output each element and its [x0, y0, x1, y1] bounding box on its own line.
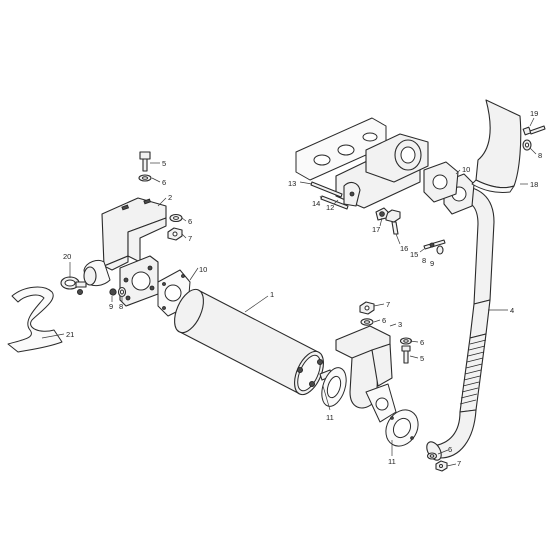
stud-bolt-set: [423, 239, 446, 255]
callout-10-right: 10: [462, 165, 470, 174]
shield-bolt: [522, 125, 546, 151]
right-mounting-bracket: [335, 325, 397, 423]
callout-6-mid: 6: [188, 217, 192, 226]
exhaust-manifold: [335, 133, 429, 209]
callout-6-left: 6: [162, 178, 166, 187]
callout-7-bottom: 7: [457, 459, 461, 468]
callout-4: 4: [510, 306, 514, 315]
callout-7-right: 7: [386, 300, 390, 309]
muffler-body: [174, 288, 333, 396]
callout-15: 15: [410, 250, 418, 259]
callout-8-top: 8: [538, 151, 542, 160]
exhaust-tail-strip: [7, 286, 63, 353]
callout-12: 12: [326, 203, 334, 212]
callout-8-left: 8: [119, 302, 123, 311]
left-mounting-bracket: [83, 197, 167, 307]
callout-13: 13: [288, 179, 296, 188]
exhaust-pipe: [426, 185, 495, 461]
callout-5-left: 5: [162, 159, 166, 168]
callout-11-left: 11: [326, 413, 334, 422]
right-bracket-nut: [359, 301, 375, 326]
manifold-outlet-flange: [423, 161, 459, 203]
left-bracket-bolt: [138, 151, 152, 182]
leader-lines: [41, 117, 537, 467]
callout-2: 2: [168, 193, 172, 202]
right-bracket-bolt: [399, 337, 413, 364]
callout-3: 3: [398, 320, 402, 329]
exhaust-manifold-gasket: [295, 117, 387, 181]
callout-11-right: 11: [388, 457, 396, 466]
callout-16: 16: [400, 244, 408, 253]
callout-1: 1: [270, 290, 274, 299]
callout-6-bolt: 6: [420, 338, 424, 347]
callout-17: 17: [372, 225, 380, 234]
heat-shield: [471, 99, 522, 193]
callout-9-mid: 9: [430, 259, 434, 268]
callout-9-left: 9: [109, 302, 113, 311]
left-bracket-nut: [167, 213, 183, 241]
muffler-outlet-gasket: [321, 367, 347, 407]
callout-20: 20: [63, 252, 71, 261]
pipe-clamp: [60, 276, 87, 295]
callout-labels: 5 6 2 6 7 10 1 20 21 9 8 11 11 7 6 3 6 5…: [63, 109, 542, 468]
callout-8-mid: 8: [422, 256, 426, 265]
manifold-bolt: [375, 207, 401, 235]
callout-19: 19: [530, 109, 538, 118]
pipe-flange-gasket: [385, 409, 419, 447]
callout-6-bottom: 6: [448, 445, 452, 454]
left-small-fasteners: [109, 286, 127, 298]
callout-7-mid: 7: [188, 234, 192, 243]
pipe-bottom-fasteners: [426, 452, 448, 472]
callout-10-left: 10: [199, 265, 207, 274]
callout-6-right: 6: [382, 316, 386, 325]
callout-14: 14: [312, 199, 320, 208]
callout-5-right: 5: [420, 354, 424, 363]
callout-18: 18: [530, 180, 538, 189]
callout-21: 21: [66, 330, 74, 339]
